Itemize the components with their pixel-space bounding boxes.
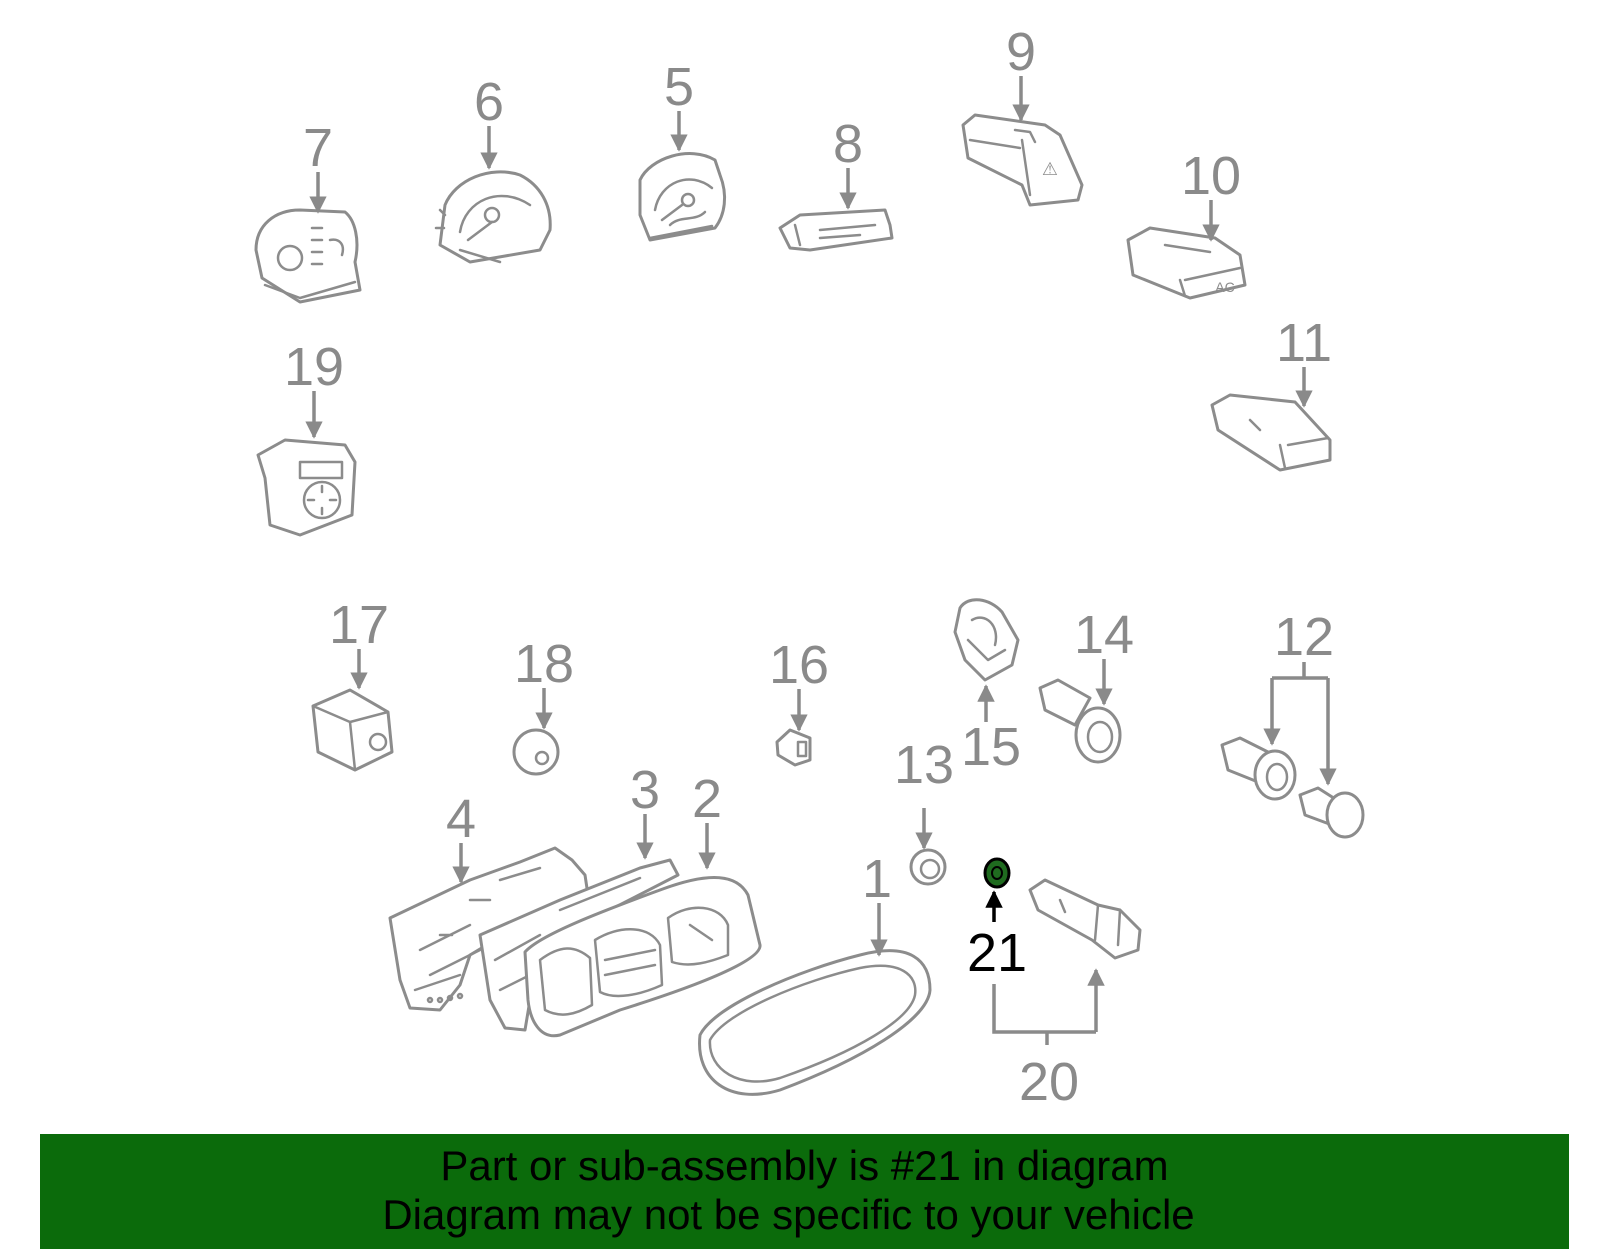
part-19-mirror-switch <box>256 438 357 537</box>
callout-19: 19 <box>284 337 344 397</box>
part-16-clip <box>775 728 812 767</box>
banner-line-2: Diagram may not be specific to your vehi… <box>382 1191 1195 1238</box>
callout-17: 17 <box>329 595 389 655</box>
callout-15: 15 <box>961 717 1021 777</box>
part-14-bulb-socket <box>1038 678 1122 764</box>
callout-10: 10 <box>1181 146 1241 206</box>
part-15-socket <box>953 598 1020 682</box>
callout-12: 12 <box>1274 607 1334 667</box>
banner-line-1: Part or sub-assembly is #21 in diagram <box>440 1142 1169 1189</box>
hazard-symbol: ⚠ <box>1042 159 1058 180</box>
callout-5: 5 <box>664 57 694 117</box>
part-12-bulb-sockets <box>1220 736 1365 839</box>
part-11-switch <box>1210 393 1332 472</box>
part-20-bulb-socket <box>1028 878 1142 960</box>
part-9-hazard-switch: ⚠ <box>961 113 1084 207</box>
callout-13: 13 <box>894 735 954 795</box>
callout-20: 20 <box>1019 1052 1079 1112</box>
leader-12-bracket <box>1272 662 1328 680</box>
part-5-tachometer <box>638 152 727 242</box>
part-8-display <box>778 208 894 252</box>
callout-11: 11 <box>1276 313 1332 373</box>
part-18-knob <box>512 728 560 776</box>
callout-9: 9 <box>1006 22 1036 82</box>
part-1-lens <box>698 949 932 1096</box>
info-banner: Part or sub-assembly is #21 in diagram D… <box>40 1134 1569 1249</box>
callout-16: 16 <box>769 635 829 695</box>
ac-label: AC <box>1215 279 1234 295</box>
part-6-speedometer <box>434 170 552 264</box>
callout-7: 7 <box>303 118 333 178</box>
leader-20-bracket <box>992 984 1096 1034</box>
callout-6: 6 <box>474 72 504 132</box>
callout-4: 4 <box>446 789 476 849</box>
callout-21: 21 <box>967 923 1027 983</box>
part-7-gauge <box>254 208 362 304</box>
callout-2: 2 <box>692 769 722 829</box>
callout-8: 8 <box>833 114 863 174</box>
callout-18: 18 <box>514 634 574 694</box>
part-10-ac-switch: AC <box>1126 226 1247 300</box>
callout-3: 3 <box>630 760 660 820</box>
callout-14: 14 <box>1074 605 1134 665</box>
callout-1: 1 <box>862 849 892 909</box>
part-2-housing <box>523 876 762 1038</box>
part-21-gasket-highlighted <box>983 857 1011 889</box>
part-17-module <box>311 688 394 772</box>
part-13-grommet <box>909 848 947 886</box>
